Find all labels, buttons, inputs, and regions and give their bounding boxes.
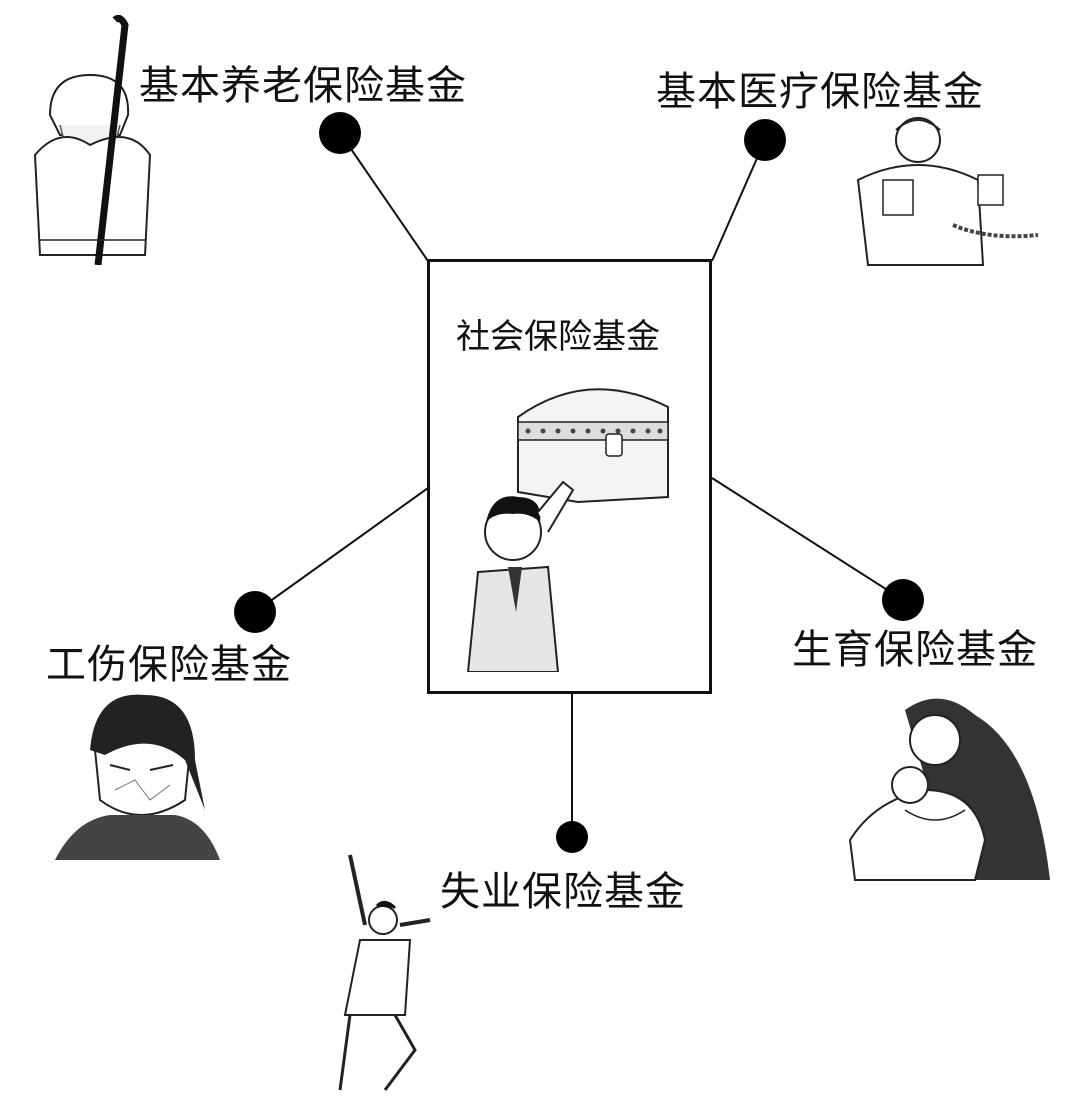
connector-maternity	[711, 477, 904, 601]
treasure-chest-icon	[466, 388, 669, 672]
label-injury: 工伤保险基金	[46, 642, 292, 688]
connector-injury	[254, 487, 429, 613]
elderly-sage-icon	[33, 15, 152, 265]
node-unemployment	[556, 821, 588, 853]
patient-with-iv-icon	[856, 117, 1039, 266]
label-pension: 基本养老保险基金	[139, 63, 467, 109]
node-injury	[234, 591, 276, 633]
injured-face-icon	[55, 694, 220, 860]
connector-pension	[339, 132, 429, 262]
center-box: 社会保险基金	[427, 259, 712, 694]
jumping-person-icon	[338, 854, 431, 1091]
connector-medical	[711, 139, 766, 262]
node-pension	[319, 112, 361, 154]
center-title: 社会保险基金	[456, 317, 660, 357]
label-unemployment: 失业保险基金	[440, 869, 686, 915]
label-medical: 基本医疗保险基金	[656, 69, 984, 115]
node-maternity	[882, 579, 924, 621]
mother-and-baby-icon	[848, 698, 1050, 881]
node-medical	[744, 119, 786, 161]
label-maternity: 生育保险基金	[792, 627, 1038, 673]
